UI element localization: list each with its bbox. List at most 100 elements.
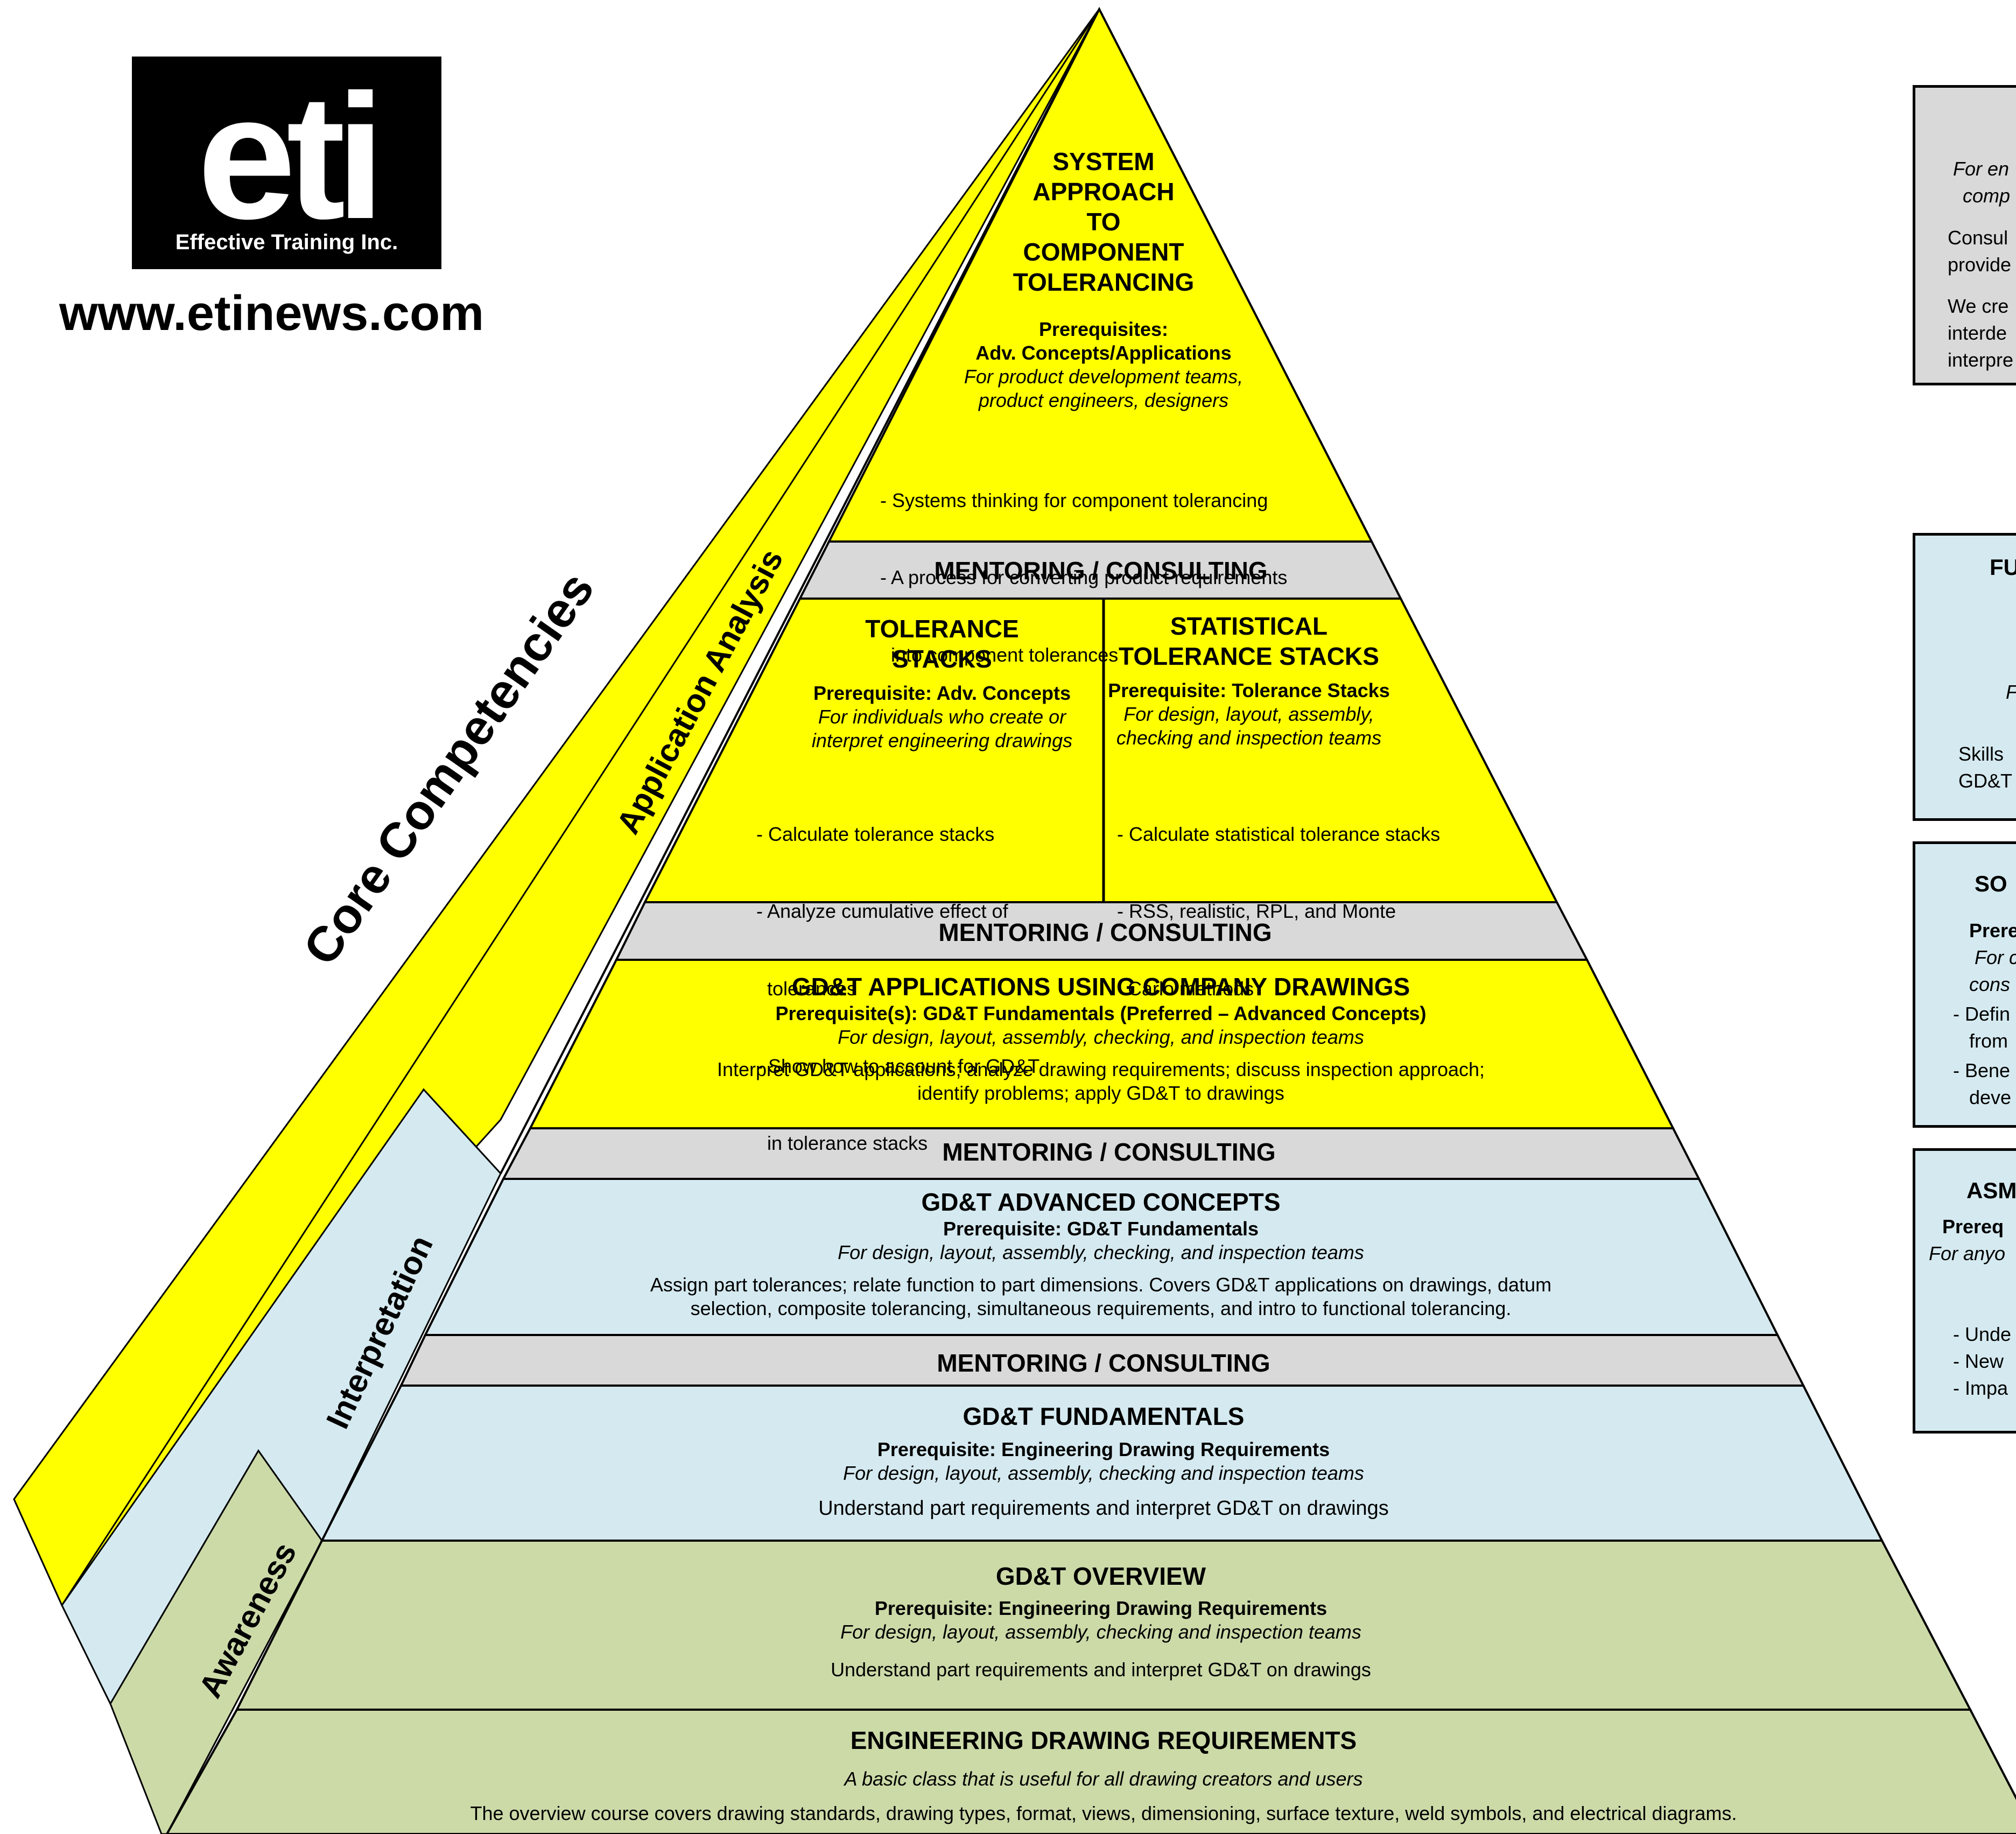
side-box-text: For c <box>1975 946 2016 968</box>
side-box-text: We cre <box>1948 295 2009 317</box>
system-bullet: - A process for converting product requi… <box>880 566 1288 589</box>
statistical-bullet: Carlo methods <box>1117 978 1254 1000</box>
mentoring-band-4: MENTORING / CONSULTING <box>937 1349 1270 1377</box>
ridge-line <box>500 9 1100 1174</box>
advanced-desc: selection, composite tolerancing, simult… <box>690 1297 1512 1319</box>
statistical-bullet: - RSS, realistic, RPL, and Monte <box>1117 900 1396 923</box>
overview-block: GD&T OVERVIEW Prerequisite: Engineering … <box>328 1561 1873 1682</box>
statistical-bullets: - Calculate statistical tolerance stacks… <box>1117 770 1440 1028</box>
tolerance-stacks-title: STACKS <box>892 645 992 673</box>
edr-title: ENGINEERING DRAWING REQUIREMENTS <box>850 1726 1357 1754</box>
side-box-solid: SO Prere For c cons - Defin from - Bene … <box>1913 841 2016 1128</box>
side-box-text: deve <box>1969 1086 2012 1108</box>
side-box-text: FU <box>1990 554 2016 580</box>
overview-title: GD&T OVERVIEW <box>995 1562 1206 1590</box>
applications-audience: For design, layout, assembly, checking, … <box>838 1026 1364 1049</box>
tolerance-stacks-bullet: - Show how to account for GD&T <box>756 1055 1040 1077</box>
statistical-bullet: - Calculate statistical tolerance stacks <box>1117 823 1441 845</box>
side-box-text: For en <box>1953 158 2010 180</box>
tolerance-stacks-bullet: - Calculate tolerance stacks <box>756 823 995 845</box>
system-audience-line: product engineers, designers <box>978 389 1229 411</box>
side-box-text: For anyo <box>1929 1242 2006 1264</box>
side-box-text: SO <box>1975 871 2007 896</box>
side-box-text: from <box>1969 1030 2008 1052</box>
eti-logo: eti Effective Training Inc. <box>132 57 441 269</box>
system-title-line: APPROACH <box>1032 178 1175 206</box>
mentoring-band-1: MENTORING / CONSULTING <box>934 557 1268 585</box>
tolerance-stacks-bullets: - Calculate tolerance stacks - Analyze c… <box>756 770 1039 1182</box>
logo-tagline: Effective Training Inc. <box>132 226 441 258</box>
fundamentals-title: GD&T FUNDAMENTALS <box>963 1402 1245 1430</box>
statistical-prereq: Prerequisite: Tolerance Stacks <box>1108 679 1390 702</box>
overview-audience: For design, layout, assembly, checking a… <box>840 1621 1361 1643</box>
fundamentals-block: GD&T FUNDAMENTALS Prerequisite: Engineer… <box>409 1401 1798 1521</box>
side-box-text: provide <box>1948 254 2012 276</box>
side-box-consulting: For en comp Consul provide We cre interd… <box>1913 85 2016 385</box>
side-box-text: - New <box>1953 1350 2004 1372</box>
overview-prereq: Prerequisite: Engineering Drawing Requir… <box>874 1597 1327 1620</box>
mentoring-band-3: MENTORING / CONSULTING <box>942 1138 1276 1166</box>
system-prereq-label: Prerequisites: <box>1038 318 1169 340</box>
fundamentals-prereq: Prerequisite: Engineering Drawing Requir… <box>877 1438 1330 1461</box>
applications-block: GD&T APPLICATIONS USING COMPANY DRAWINGS… <box>614 972 1588 1105</box>
advanced-desc: Assign part tolerances; relate function … <box>650 1273 1552 1296</box>
tolerance-stacks-title: TOLERANCE <box>865 615 1019 643</box>
mentoring-band-2: MENTORING / CONSULTING <box>938 918 1272 946</box>
statistical-block: STATISTICAL TOLERANCE STACKS Prerequisit… <box>1106 611 1392 750</box>
side-box-text: Consul <box>1948 227 2008 249</box>
edr-block: ENGINEERING DRAWING REQUIREMENTS A basic… <box>242 1725 1965 1825</box>
system-title: SYSTEM APPROACH TO COMPONENT TOLERANCING <box>991 146 1217 298</box>
side-box-text: interpre <box>1948 349 2014 371</box>
system-title-line: SYSTEM <box>1052 147 1155 175</box>
edr-audience: A basic class that is useful for all dra… <box>844 1768 1363 1790</box>
side-box-asme: ASM Prereq For anyo - Unde - New - Impa <box>1913 1148 2016 1434</box>
band-edr <box>165 1709 2016 1834</box>
tolerance-stacks-audience: For individuals who create or <box>818 706 1066 728</box>
advanced-title: GD&T ADVANCED CONCEPTS <box>921 1188 1281 1216</box>
side-box-text: - Defin <box>1953 1003 2011 1025</box>
awareness-face-green <box>109 1449 323 1834</box>
tolerance-stacks-audience: interpret engineering drawings <box>811 729 1073 752</box>
system-title-line: TOLERANCING <box>1013 268 1195 297</box>
statistical-audience: For design, layout, assembly, <box>1123 703 1374 726</box>
system-audience-line: For product development teams, <box>964 365 1244 388</box>
side-box-text: - Bene <box>1953 1059 2011 1081</box>
advanced-prereq: Prerequisite: GD&T Fundamentals <box>943 1218 1259 1240</box>
system-prereq-value: Adv. Concepts/Applications <box>975 341 1232 364</box>
side-box-text: ASM <box>1966 1178 2016 1203</box>
side-box-fundamentals: FU F Skills GD&T <box>1913 533 2016 821</box>
tolerance-stacks-prereq: Prerequisite: Adv. Concepts <box>813 682 1071 705</box>
side-box-text: comp <box>1963 185 2011 207</box>
system-title-line: COMPONENT <box>1023 238 1184 266</box>
eti-logo-mark: eti <box>132 57 441 269</box>
website-url[interactable]: www.etinews.com <box>59 286 484 341</box>
side-box-text: Prereq <box>1942 1215 2004 1238</box>
system-bullet: - Systems thinking for component toleran… <box>880 489 1268 511</box>
side-box-text: F <box>2006 681 2016 704</box>
advanced-block: GD&T ADVANCED CONCEPTS Prerequisite: GD&… <box>506 1187 1696 1320</box>
core-left-sliver <box>13 9 1100 1607</box>
statistical-title: TOLERANCE STACKS <box>1119 642 1379 671</box>
tolerance-stacks-bullet: tolerances <box>756 978 857 1000</box>
side-box-text: cons <box>1969 973 2011 995</box>
side-box-text: Skills <box>1958 743 2004 765</box>
applications-prereq: Prerequisite(s): GD&T Fundamentals (Pref… <box>775 1002 1427 1025</box>
applications-desc: identify problems; apply GD&T to drawing… <box>917 1081 1284 1104</box>
fundamentals-desc: Understand part requirements and interpr… <box>818 1496 1389 1520</box>
edr-desc: The overview course covers drawing stand… <box>470 1802 1737 1825</box>
system-bullet: into component tolerances <box>880 644 1119 666</box>
side-box-text: - Impa <box>1953 1377 2008 1399</box>
applications-title: GD&T APPLICATIONS USING COMPANY DRAWINGS <box>791 973 1410 1001</box>
advanced-audience: For design, layout, assembly, checking, … <box>838 1241 1364 1264</box>
overview-desc: Understand part requirements and interpr… <box>831 1658 1371 1681</box>
svg-text:eti: eti <box>197 57 375 256</box>
side-box-text: GD&T <box>1958 770 2013 792</box>
tolerance-stacks-bullet: - Analyze cumulative effect of <box>756 900 1008 923</box>
side-box-text: Prere <box>1969 919 2016 941</box>
system-prereq: Prerequisites: Adv. Concepts/Application… <box>915 318 1292 412</box>
applications-desc: Interpret GD&T applications; analyze dra… <box>717 1058 1485 1080</box>
system-title-line: TO <box>1086 208 1121 236</box>
tolerance-stacks-bullet: in tolerance stacks <box>756 1132 928 1155</box>
side-box-text: interde <box>1948 322 2007 344</box>
